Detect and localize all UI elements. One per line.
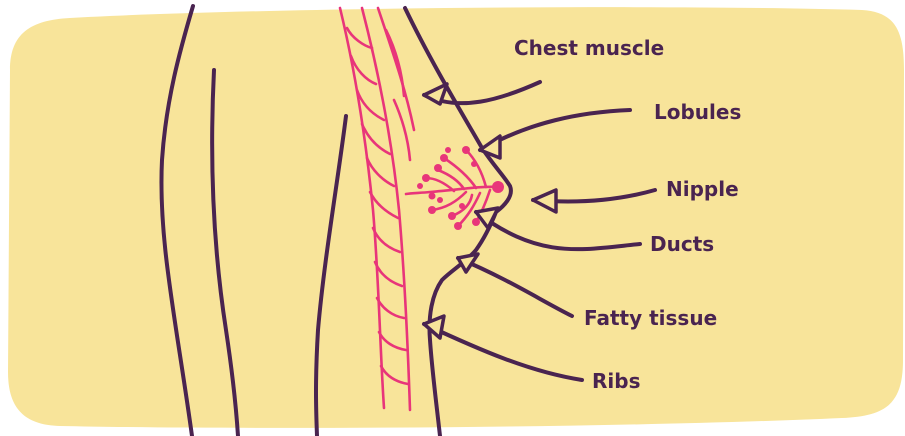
label-lobules: Lobules [654, 100, 741, 124]
label-ribs: Ribs [592, 369, 640, 393]
background-panel [8, 7, 904, 428]
label-ducts: Ducts [650, 232, 714, 256]
label-chest-muscle: Chest muscle [514, 36, 664, 60]
label-fatty-tissue: Fatty tissue [584, 306, 717, 330]
label-nipple: Nipple [666, 177, 739, 201]
